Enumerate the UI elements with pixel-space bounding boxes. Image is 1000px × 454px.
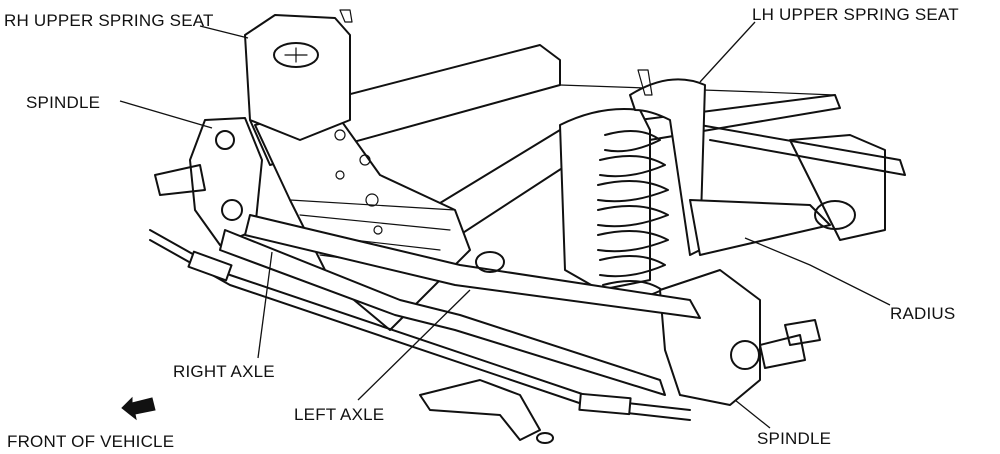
leader-rh-spring-seat: [199, 25, 249, 39]
leader-lh-spring-seat: [699, 21, 756, 83]
left-spindle: [659, 269, 821, 406]
right-spindle: [154, 117, 263, 246]
leader-right-axle: [257, 251, 273, 359]
leader-radius: [744, 237, 891, 306]
label-right-axle: RIGHT AXLE: [173, 362, 275, 381]
label-radius: RADIUS: [890, 304, 956, 323]
rh-spring-seat: [244, 9, 353, 141]
label-lh-upper-spring-seat: LH UPPER SPRING SEAT: [752, 5, 959, 24]
radius-arm: [689, 134, 886, 256]
label-spindle-left: SPINDLE: [26, 93, 101, 112]
label-rh-upper-spring-seat: RH UPPER SPRING SEAT: [4, 11, 214, 30]
leader-lines: [119, 21, 891, 429]
left-axle-beam: [244, 214, 701, 319]
leader-spindle-left: [119, 100, 213, 129]
tie-rod: [149, 229, 691, 444]
front-arrow-icon: [121, 396, 156, 421]
label-spindle-bottom: SPINDLE: [757, 429, 832, 448]
lh-coil-spring: [559, 108, 669, 303]
leader-left-axle: [357, 289, 471, 401]
label-left-axle: LEFT AXLE: [294, 405, 385, 424]
leader-spindle-bottom: [734, 399, 771, 429]
label-front-of-vehicle: FRONT OF VEHICLE: [7, 432, 175, 451]
right-axle-beam: [219, 229, 666, 396]
